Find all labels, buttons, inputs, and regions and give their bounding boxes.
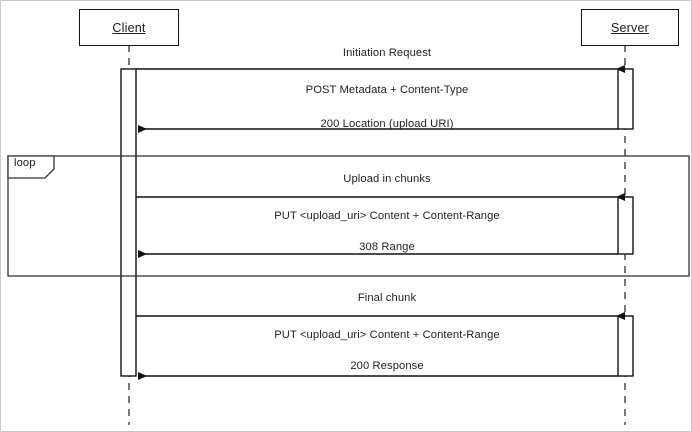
- message-label-200-location: 200 Location (upload URI): [320, 118, 454, 130]
- loop-fragment-tag-shape: [7, 155, 55, 179]
- participant-server-label: Server: [610, 20, 650, 35]
- loop-fragment-frame: [7, 155, 690, 277]
- activation-bar-server-final: [617, 315, 634, 377]
- activation-bar-server-chunk: [617, 196, 634, 255]
- activation-bar-client: [120, 68, 137, 377]
- message-label-post-metadata: POST Metadata + Content-Type: [305, 84, 469, 96]
- message-label-initiation-request: Initiation Request: [342, 47, 432, 59]
- participant-server[interactable]: Server: [581, 9, 679, 46]
- activation-bar-server-initiation: [617, 68, 634, 130]
- message-label-308-range: 308 Range: [359, 241, 415, 253]
- participant-client[interactable]: Client: [79, 9, 179, 46]
- message-label-upload-in-chunks: Upload in chunks: [343, 173, 431, 185]
- loop-fragment-operator-label: loop: [14, 157, 36, 169]
- message-label-200-response: 200 Response: [350, 360, 424, 372]
- message-label-put-chunk: PUT <upload_uri> Content + Content-Range: [274, 210, 500, 222]
- participant-client-label: Client: [112, 20, 146, 35]
- message-label-put-final-chunk: PUT <upload_uri> Content + Content-Range: [274, 329, 500, 341]
- message-label-final-chunk: Final chunk: [357, 292, 417, 304]
